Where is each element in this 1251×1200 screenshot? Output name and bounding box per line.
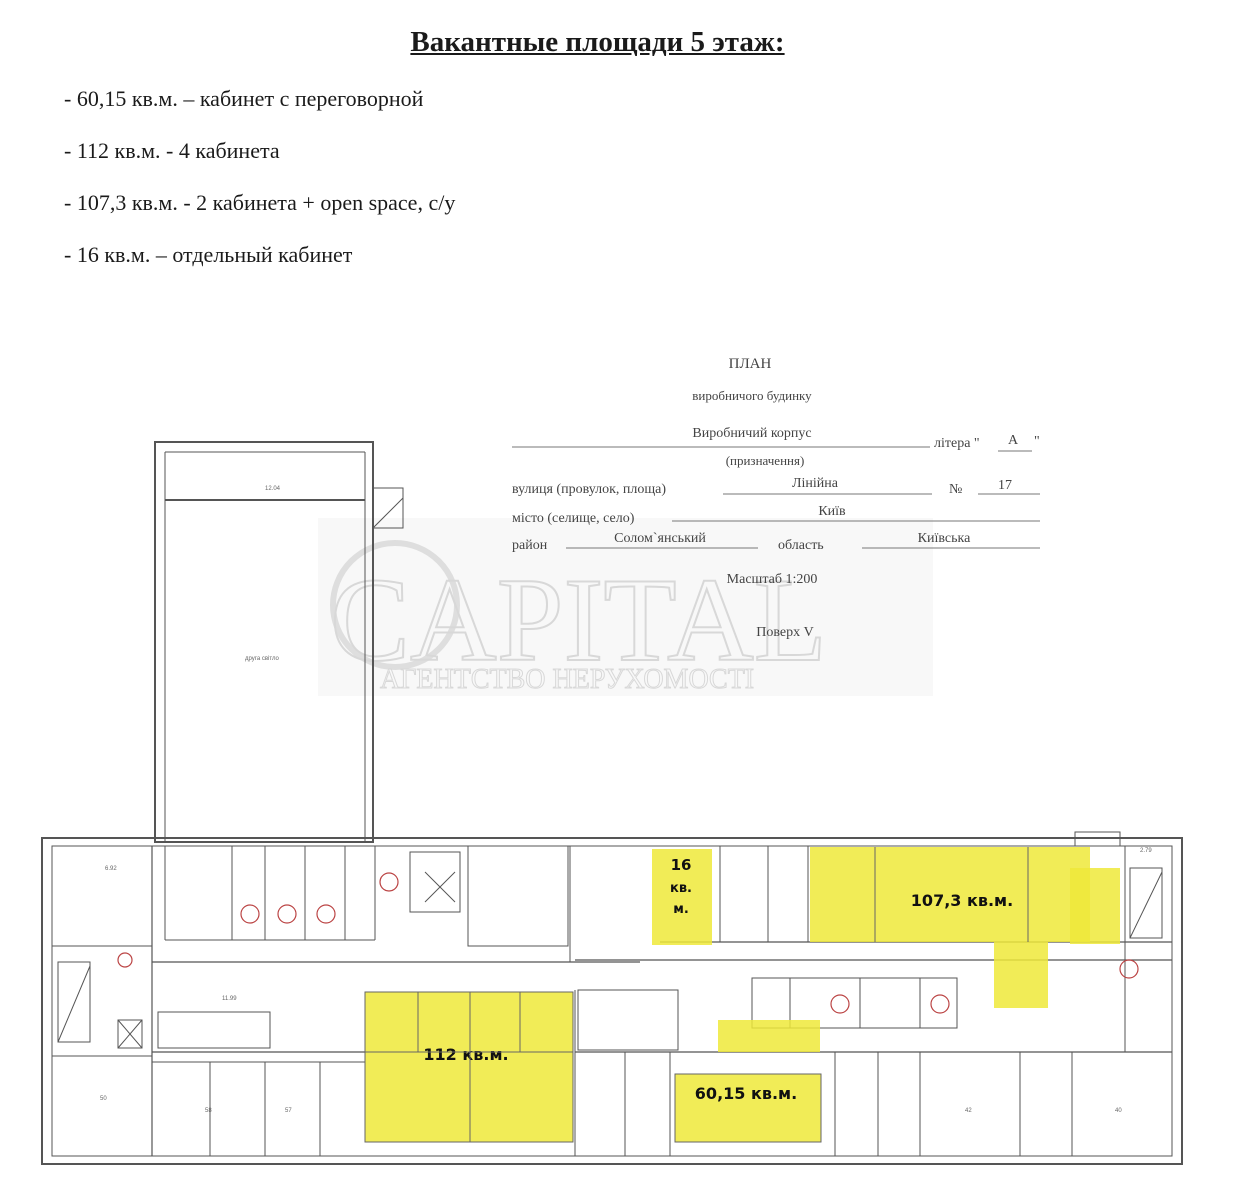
page-heading: Вакантные площади 5 этаж: — [410, 26, 785, 58]
label-112: 112 кв.м. — [423, 1045, 508, 1064]
room-number: 42 — [965, 1108, 972, 1114]
highlight-area-112 — [365, 992, 573, 1142]
plan-header: ПЛАН виробничого будинку Виробничий корп… — [512, 356, 1040, 640]
number-value: 17 — [998, 478, 1012, 493]
district-value: Солом`янський — [614, 531, 706, 546]
street-value: Лінійна — [792, 476, 839, 491]
litera-close: " — [1034, 434, 1040, 449]
region-value: Київська — [918, 531, 971, 546]
number-label: № — [949, 482, 962, 497]
hall-label: друга світло — [245, 656, 280, 662]
highlight-area-60b — [675, 1074, 821, 1142]
dim-label: 2.79 — [1140, 848, 1152, 854]
room-number: 40 — [1115, 1108, 1122, 1114]
litera-value: А — [1008, 433, 1019, 448]
highlight-area-107 — [810, 847, 1090, 1008]
room-number: 57 — [285, 1108, 292, 1114]
building-walls — [41, 441, 1183, 1165]
label-60: 60,15 кв.м. — [695, 1084, 797, 1103]
plan-marks — [117, 872, 1139, 1014]
plan-title: ПЛАН — [729, 356, 772, 372]
dim-label: 6.92 — [105, 866, 117, 872]
purpose-caption: (призначення) — [726, 453, 805, 468]
highlight-area-16 — [652, 849, 712, 945]
plan-small-labels: 12.04 друга світло 11.99 6.92 50 57 58 4… — [100, 486, 1152, 1114]
plan-scale: Масштаб 1:200 — [727, 572, 818, 587]
vacancy-item: - 107,3 кв.м. - 2 кабинета + open space,… — [64, 190, 456, 215]
litera-label: літера " — [934, 436, 980, 451]
label-16-unit: кв. — [670, 881, 692, 896]
room-number: 50 — [100, 1096, 107, 1102]
plan-floor: Поверх V — [756, 625, 813, 640]
district-label: район — [512, 538, 548, 553]
street-label: вулиця (провулок, площа) — [512, 482, 666, 497]
vacancy-item: - 60,15 кв.м. – кабинет с переговорной — [64, 86, 424, 111]
label-16: 16 — [671, 856, 692, 874]
plan-subtitle: виробничого будинку — [692, 388, 812, 403]
vacancy-item: - 112 кв.м. - 4 кабинета — [64, 138, 280, 163]
city-label: місто (селище, село) — [512, 511, 635, 526]
room-number: 58 — [205, 1108, 212, 1114]
dim-label: 11.99 — [222, 996, 237, 1002]
watermark-main: CAPITAL — [330, 553, 827, 686]
city-value: Київ — [818, 504, 846, 519]
watermark-sub: АГЕНТСТВО НЕРУХОМОСТІ — [380, 664, 754, 695]
region-label: область — [778, 538, 824, 553]
label-107: 107,3 кв.м. — [911, 891, 1013, 910]
vacant-areas: 16 кв. м. 107,3 кв.м. 112 кв.м. 60,15 кв… — [365, 847, 1120, 1142]
dim-label: 12.04 — [265, 486, 281, 492]
highlight-dividers — [364, 847, 1029, 1143]
vacancy-item: - 16 кв.м. – отдельный кабинет — [64, 242, 353, 267]
highlight-area-1070 — [1070, 868, 1120, 944]
purpose-value: Виробничий корпус — [692, 426, 811, 441]
highlight-area-60 — [718, 1020, 820, 1052]
label-16-unit2: м. — [673, 902, 689, 917]
